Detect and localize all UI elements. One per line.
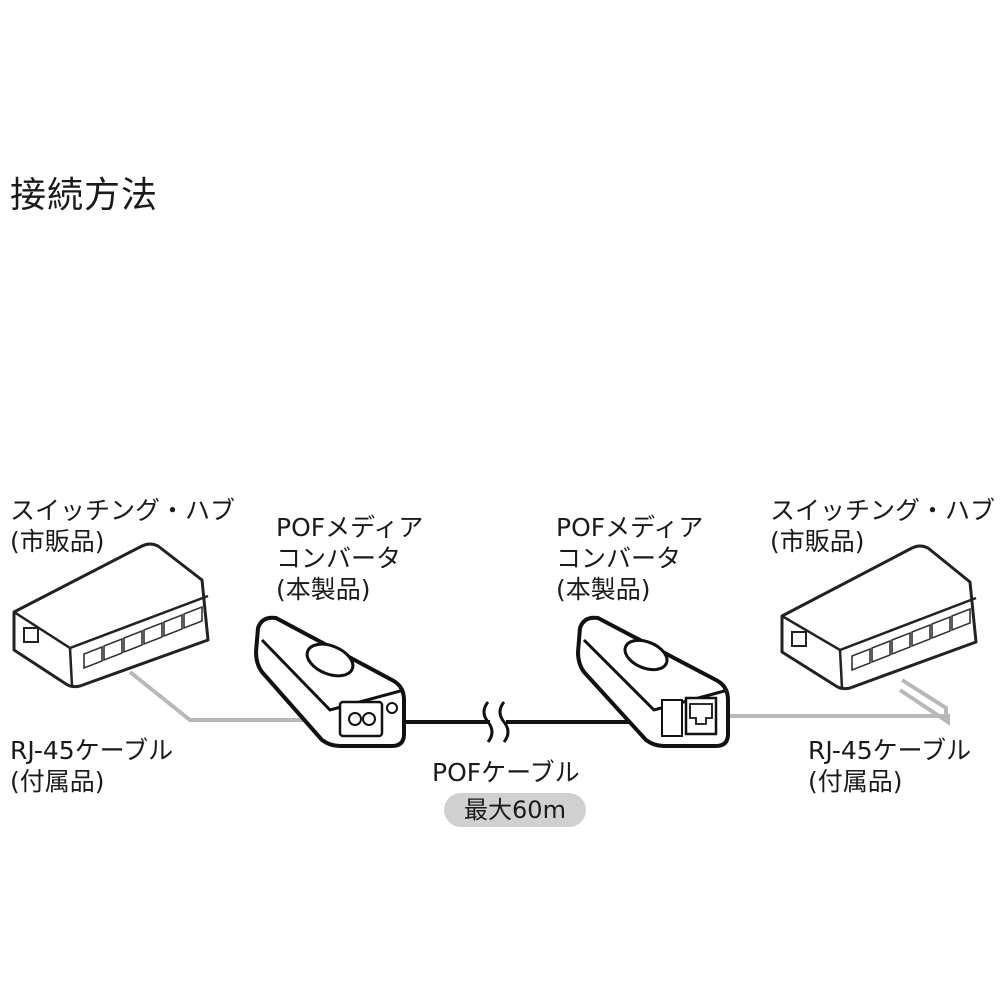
converter-left-logo xyxy=(305,642,355,678)
converter-left-label-line1: POFメディア xyxy=(276,513,424,542)
hub-left xyxy=(12,542,210,689)
rj45-left-label-line1: RJ-45ケーブル xyxy=(10,736,174,765)
hub-left-label: スイッチング・ハブ (市販品) xyxy=(10,495,235,557)
rj45-right-label-line2: (付属品) xyxy=(808,767,903,796)
converter-left xyxy=(254,615,406,748)
hub-right-label-line1: スイッチング・ハブ xyxy=(770,496,996,525)
hub-left-label-line1: スイッチング・ハブ xyxy=(10,496,236,525)
converter-right-logo xyxy=(623,638,669,672)
page-title: 接続方法 xyxy=(10,175,159,216)
converter-right-label: POFメディア コンバータ (本製品) xyxy=(556,512,703,605)
rj45-right-label: RJ-45ケーブル (付属品) xyxy=(808,735,971,797)
max-length-badge-text: 最大60m xyxy=(464,796,566,824)
hub-right-label: スイッチング・ハブ (市販品) xyxy=(770,495,995,557)
hub-right-label-line2: (市販品) xyxy=(770,527,865,556)
converter-right-label-line3: (本製品) xyxy=(556,575,651,604)
converter-left-label: POFメディア コンバータ (本製品) xyxy=(276,512,423,605)
rj45-right-label-line1: RJ-45ケーブル xyxy=(808,736,972,765)
rj45-left-label-line2: (付属品) xyxy=(10,767,105,796)
hub-right xyxy=(780,544,978,691)
converter-left-label-line3: (本製品) xyxy=(276,575,371,604)
converter-right-label-line1: POFメディア xyxy=(556,513,704,542)
rj45-cable-left xyxy=(128,670,322,722)
hub-left-label-line2: (市販品) xyxy=(10,527,105,556)
rj45-left-label: RJ-45ケーブル (付属品) xyxy=(10,735,173,797)
pof-cable-label: POFケーブル xyxy=(432,758,580,787)
max-length-badge xyxy=(444,793,586,827)
converter-left-label-line2: コンバータ xyxy=(276,544,402,573)
converter-right-label-line2: コンバータ xyxy=(556,544,682,573)
converter-right xyxy=(576,615,730,748)
